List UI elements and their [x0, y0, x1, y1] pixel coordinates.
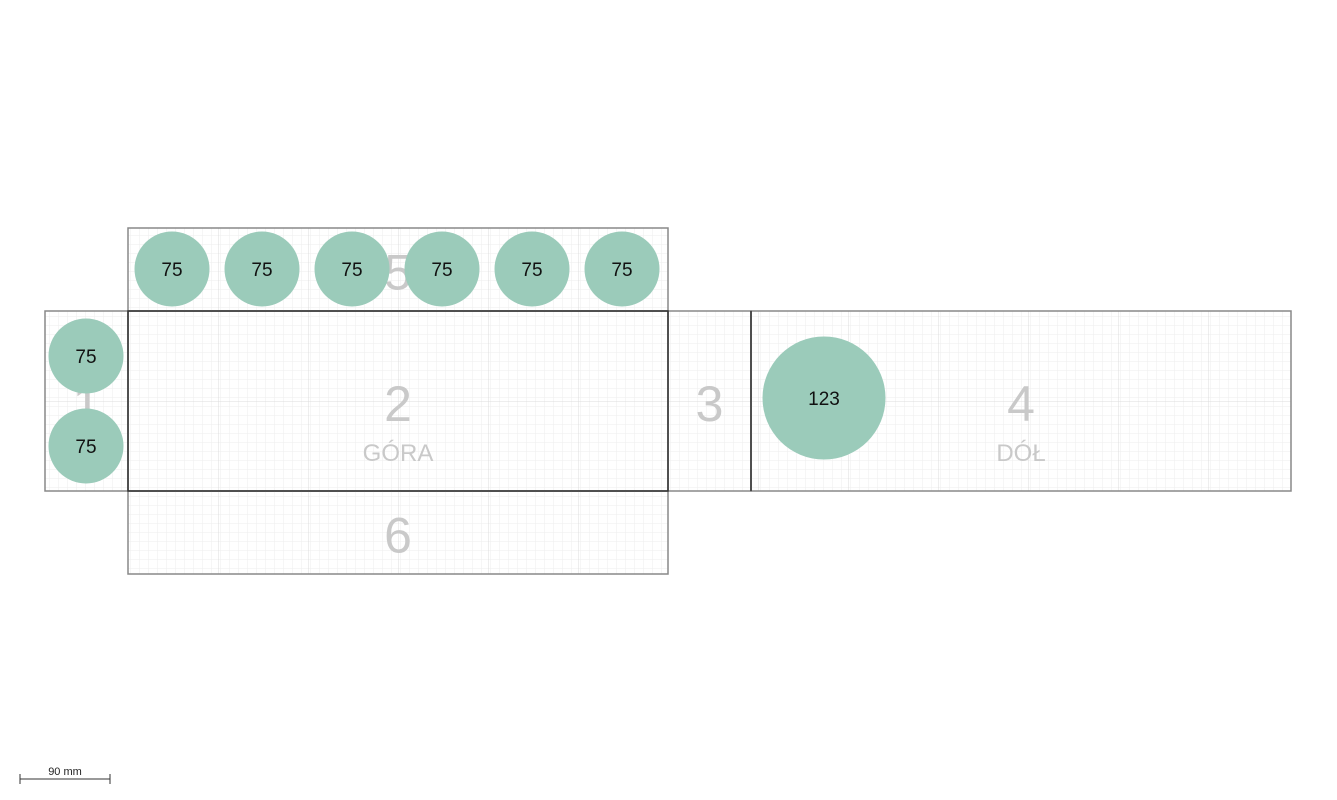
scale-bar: 90 mm — [19, 766, 111, 784]
circle-2-label: 75 — [251, 260, 272, 281]
circle-9-label: 123 — [808, 389, 840, 410]
circle-1-shape — [134, 231, 210, 307]
circle-4-label: 75 — [431, 260, 452, 281]
circle-6-label: 75 — [611, 260, 632, 281]
circle-6-shape — [584, 231, 660, 307]
panel-2-number: 2 — [384, 376, 412, 432]
circle-9: 123 — [762, 336, 886, 460]
panel-2-caption: GÓRA — [363, 440, 434, 467]
circle-7-label: 75 — [75, 347, 96, 368]
circle-3-shape — [314, 231, 390, 307]
circle-1-label: 75 — [161, 260, 182, 281]
panel-3-number: 3 — [696, 376, 724, 432]
circle-8-shape — [48, 408, 124, 484]
circle-4: 75 — [404, 231, 480, 307]
circle-2: 75 — [224, 231, 300, 307]
scale-bar-label: 90 mm — [48, 766, 82, 778]
panel-5 — [127, 227, 669, 312]
circle-5: 75 — [494, 231, 570, 307]
panel-5-outline — [127, 227, 669, 312]
circle-8: 75 — [48, 408, 124, 484]
circle-5-shape — [494, 231, 570, 307]
panel-6 — [127, 490, 669, 575]
panel-2 — [127, 310, 669, 492]
panel-2-strong-outline — [127, 310, 669, 492]
panel-6-outline — [127, 490, 669, 575]
panel-6-number: 6 — [384, 508, 412, 564]
circle-6: 75 — [584, 231, 660, 307]
panel-3 — [667, 310, 752, 492]
circle-9-shape — [762, 336, 886, 460]
circle-1: 75 — [134, 231, 210, 307]
circle-4-shape — [404, 231, 480, 307]
circle-7: 75 — [48, 318, 124, 394]
panel-2-outline — [127, 310, 669, 492]
circle-3-label: 75 — [341, 260, 362, 281]
panel-3-outline — [667, 310, 752, 492]
panel-4-number: 4 — [1007, 376, 1035, 432]
circles-layer: 75 75 75 75 75 75 75 75 123 — [48, 231, 886, 484]
circle-5-label: 75 — [521, 260, 542, 281]
panel-4-caption: DÓŁ — [996, 440, 1045, 467]
circle-2-shape — [224, 231, 300, 307]
circle-7-shape — [48, 318, 124, 394]
circle-8-label: 75 — [75, 437, 96, 458]
circle-3: 75 — [314, 231, 390, 307]
